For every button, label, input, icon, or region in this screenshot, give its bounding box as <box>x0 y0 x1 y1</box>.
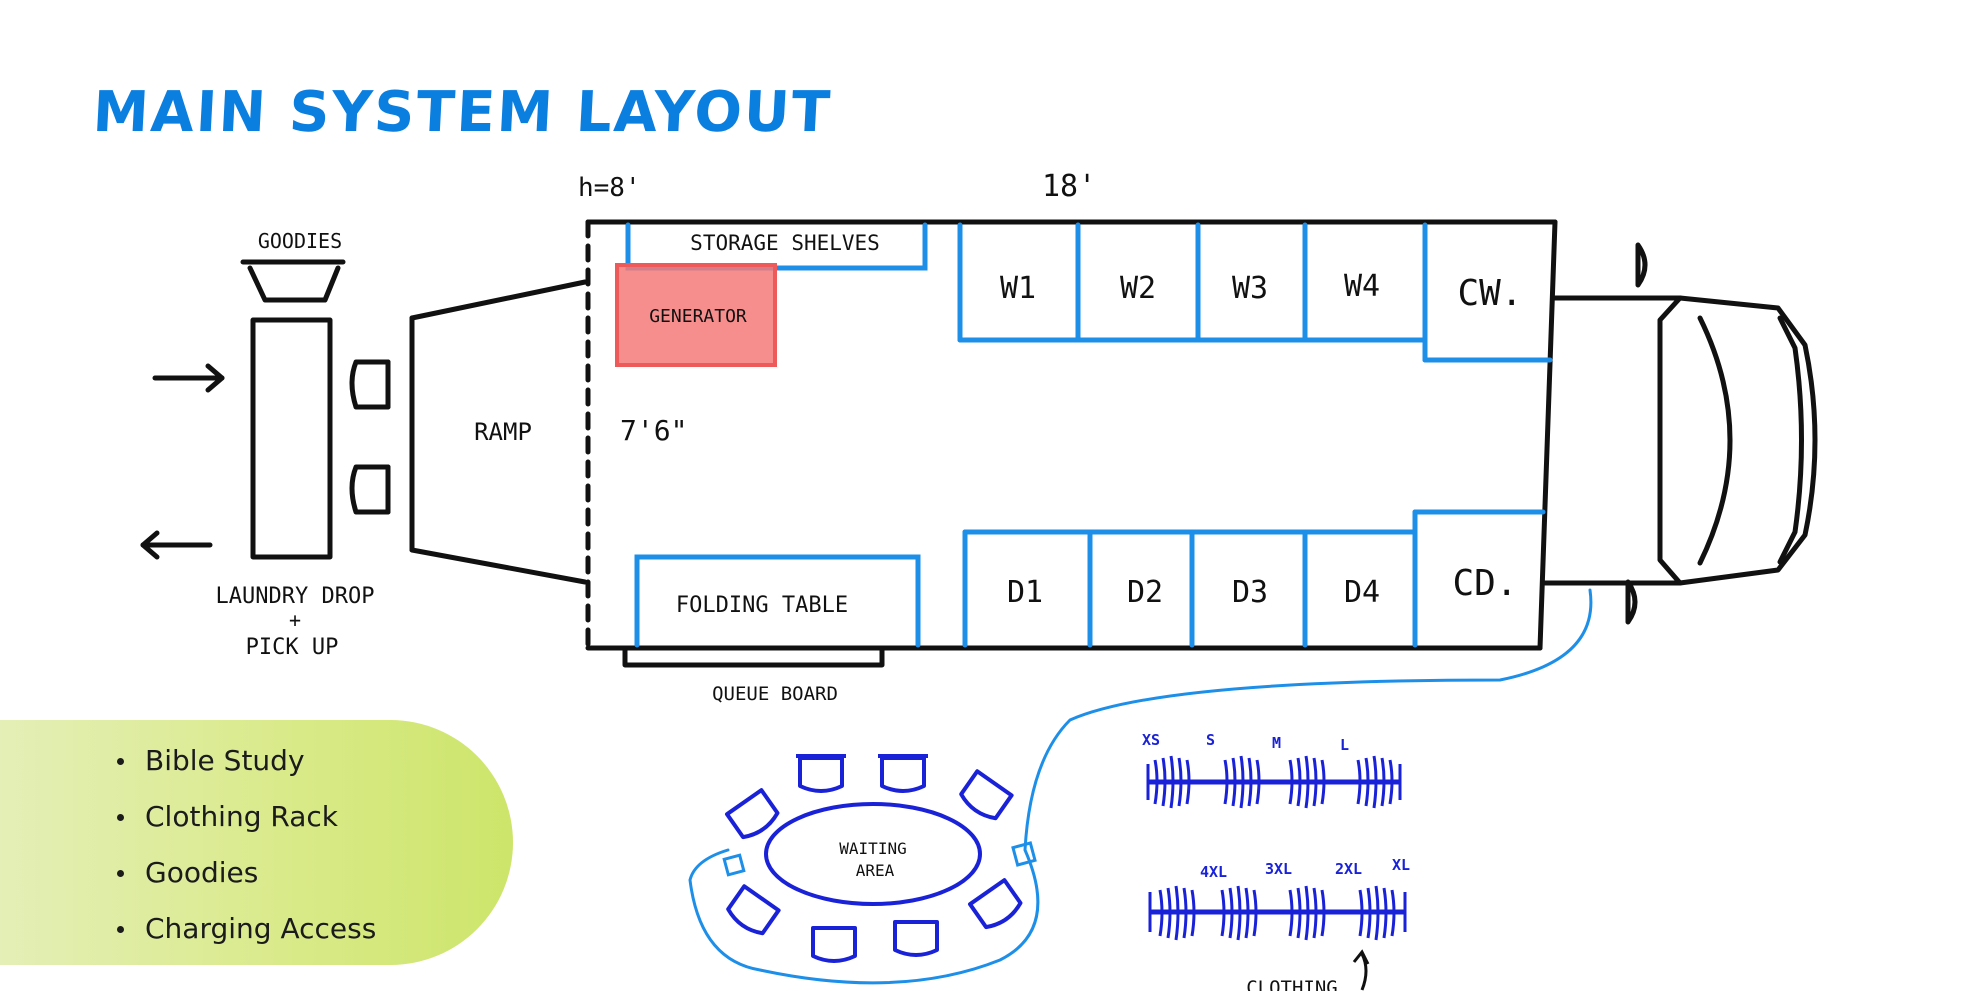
chair-icon <box>893 920 939 957</box>
trailer-outline <box>585 219 1558 668</box>
dimension-width: 7'6" <box>620 414 687 447</box>
list-item: Goodies <box>113 845 376 901</box>
dryer-label: D3 <box>1232 575 1268 610</box>
washer-label: W3 <box>1232 271 1268 306</box>
storage-shelves-label: STORAGE SHELVES <box>690 231 880 255</box>
dimension-height: h=8' <box>578 173 641 203</box>
chair-icon <box>726 884 781 936</box>
goodies-label: GOODIES <box>258 229 342 253</box>
generator-box <box>615 263 777 367</box>
generator-label: GENERATOR <box>649 306 747 327</box>
size-label: L <box>1340 736 1349 754</box>
chair-icon <box>796 754 846 793</box>
washer-label: W4 <box>1344 269 1380 304</box>
chair-icon <box>349 359 391 410</box>
chair-icon <box>725 788 780 840</box>
clothing-rack-top <box>1146 755 1402 809</box>
laundry-label: LAUNDRY DROP <box>216 584 375 609</box>
folding-table <box>634 554 921 648</box>
outlet-icon <box>1011 841 1037 867</box>
size-label: M <box>1272 734 1281 752</box>
size-label: XL <box>1392 856 1410 874</box>
size-label: S <box>1206 731 1215 749</box>
chair-icon <box>959 769 1014 821</box>
washer-units <box>957 222 1553 363</box>
dryer-label: D2 <box>1127 575 1163 610</box>
pickup-label: PICK UP <box>246 635 339 660</box>
exit-arrow-icon <box>140 530 213 560</box>
dryer-label: CD. <box>1452 563 1517 604</box>
clothing-arrow-icon <box>1352 949 1370 991</box>
clothing-rack-bottom <box>1148 885 1407 941</box>
dimension-length: 18' <box>1042 169 1096 204</box>
chair-icon <box>878 754 928 793</box>
truck-cab-outline <box>1542 242 1818 625</box>
goodies-basket-icon <box>240 259 346 303</box>
chair-icon <box>968 878 1023 930</box>
outlet-icon <box>722 853 746 877</box>
washer-label: W1 <box>1000 271 1036 306</box>
washer-label: W2 <box>1120 271 1156 306</box>
dryer-units <box>962 509 1546 648</box>
clothing-label: CLOTHING <box>1246 977 1338 991</box>
chair-icon <box>349 464 391 515</box>
waiting-area-table <box>764 802 982 906</box>
list-item: Bible Study <box>113 733 376 789</box>
list-item: Clothing Rack <box>113 789 376 845</box>
laundry-counter <box>250 317 333 560</box>
waiting-area-label: AREA <box>856 861 895 880</box>
washer-label: CW. <box>1457 273 1522 314</box>
list-item: Charging Access <box>113 901 376 957</box>
entry-arrow-icon <box>152 363 225 393</box>
amenities-panel <box>0 720 513 965</box>
amenities-list: Bible Study Clothing Rack Goodies Chargi… <box>113 733 376 957</box>
laundry-label-plus: + <box>289 608 301 632</box>
folding-table-label: FOLDING TABLE <box>676 593 848 618</box>
size-label: 4XL <box>1200 863 1227 881</box>
dryer-label: D4 <box>1344 575 1380 610</box>
dryer-label: D1 <box>1007 575 1043 610</box>
waiting-area-label: WAITING <box>839 839 906 858</box>
size-label: 2XL <box>1335 860 1362 878</box>
ramp-label: RAMP <box>474 418 532 446</box>
size-label: 3XL <box>1265 860 1292 878</box>
chair-icon <box>811 926 857 963</box>
ramp-outline <box>409 279 588 585</box>
queue-board-label: QUEUE BOARD <box>712 683 838 705</box>
size-label: XS <box>1142 731 1160 749</box>
